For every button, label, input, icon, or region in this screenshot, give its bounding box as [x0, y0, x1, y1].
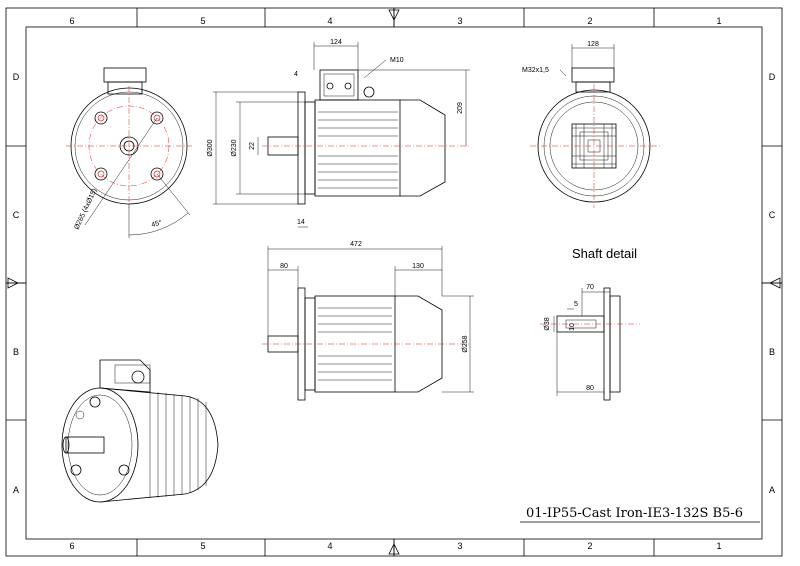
key-offset-dim: 5	[574, 301, 578, 308]
key-width-dim: 10	[569, 323, 576, 331]
shaft-detail-length-dim: 80	[586, 385, 594, 392]
zone-row-label: C	[13, 210, 20, 220]
body-dia-dim: Ø258	[462, 335, 469, 352]
front-view-flange	[66, 67, 192, 238]
zone-row-label: D	[13, 72, 20, 82]
zone-col-label: 2	[587, 16, 592, 26]
zone-col-label: 1	[716, 16, 721, 26]
rear-width-dim: 128	[587, 41, 599, 48]
rear-view-fan-cover	[530, 44, 660, 208]
zone-col-label: 5	[200, 16, 205, 26]
shaft-dim: 22	[249, 142, 256, 150]
height-dim: 209	[457, 102, 464, 114]
zone-row-label: A	[13, 485, 19, 495]
overall-length-dim: 472	[350, 241, 362, 248]
zone-row-label: B	[769, 347, 775, 357]
zone-col-label: 3	[457, 541, 462, 551]
zone-col-label: 3	[457, 16, 462, 26]
zone-col-label: 1	[716, 541, 721, 551]
flange-dia-dim: Ø300	[207, 139, 214, 156]
bolt-circle-dim: Ø265 (4xØ15)	[73, 188, 98, 231]
side-view-b5	[213, 42, 470, 228]
angle-dim: 45°	[150, 218, 162, 229]
isometric-view	[61, 359, 219, 503]
shaft-detail-title: Shaft detail	[572, 246, 637, 261]
flange-thickness-dim: 14	[297, 219, 305, 226]
shaft-dia-dim: Ø38	[544, 317, 551, 330]
zone-col-label: 2	[587, 541, 592, 551]
flange-offset-dim: 4	[294, 71, 298, 78]
side-view-dimensioned	[262, 246, 474, 401]
m10-label: M10	[390, 57, 404, 64]
shaft-length-dim: 80	[280, 263, 288, 270]
cable-gland-label: M32x1,5	[522, 67, 549, 74]
zone-row-label: A	[769, 485, 775, 495]
drawing-frame	[5, 7, 783, 557]
shaft-detail-dim: 70	[586, 284, 594, 291]
zone-row-label: B	[13, 347, 19, 357]
zone-col-label: 4	[327, 541, 332, 551]
zone-col-label: 6	[69, 541, 74, 551]
zone-row-label: C	[769, 210, 776, 220]
zone-col-label: 5	[200, 541, 205, 551]
zone-col-label: 6	[69, 16, 74, 26]
drawing-title: 01-IP55-Cast Iron-IE3-132S B5-6	[526, 506, 743, 521]
zone-col-label: 4	[327, 16, 332, 26]
shaft-detail-view	[540, 287, 640, 401]
spigot-dia-dim: Ø230	[231, 139, 238, 156]
fan-cover-length-dim: 130	[412, 263, 424, 270]
zone-row-label: D	[769, 72, 776, 82]
terminal-box-width-dim: 124	[330, 39, 342, 46]
